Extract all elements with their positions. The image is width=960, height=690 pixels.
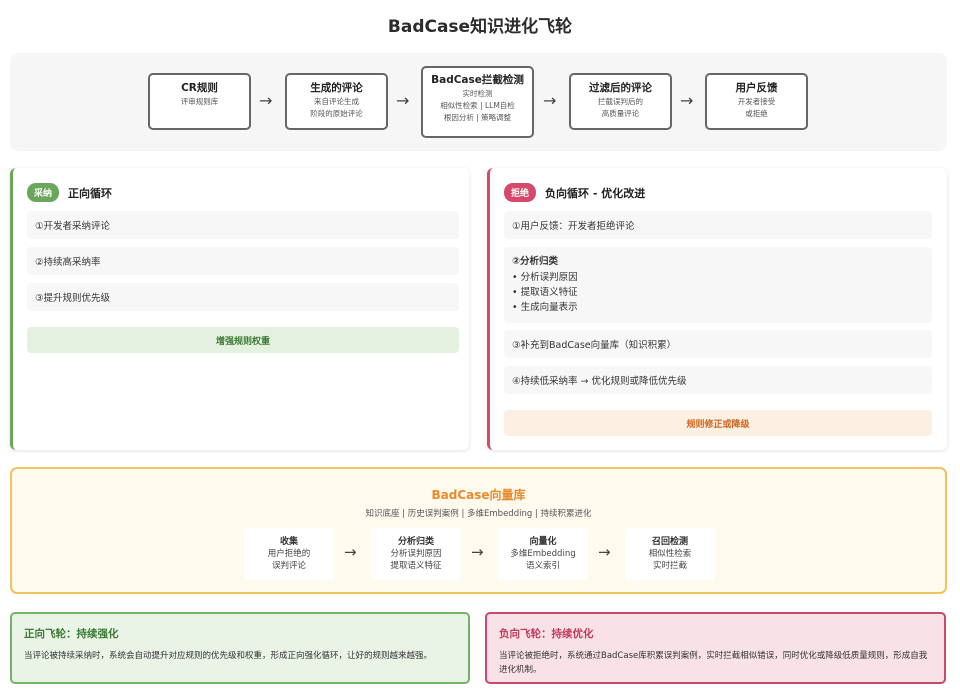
flow-box-filtered-comments: 过滤后的评论 拦截误判后的 高质量评论 [569,73,672,130]
flow-box-title: 用户反馈 [735,82,778,94]
flow-box-line: 或拒绝 [745,109,768,118]
flow-box-line: 评审规则库 [180,97,219,106]
positive-summary-text: 当评论被持续采纳时，系统会自动提升对应规则的优先级和权重，形成正向强化循环，让好… [24,651,433,661]
flow-arrow-icon: → [543,91,557,110]
page-title: BadCase知识进化飞轮 [387,17,573,37]
negative-summary-text: 当评论被拒绝时，系统通过BadCase库积累误判案例，实时拦截相似错误，同时优化… [499,651,928,675]
vector-arrow-icon: → [344,543,357,561]
vector-box-line: 实时拦截 [652,561,687,571]
vector-box-vectorize: 向量化 多维Embedding 语义索引 [498,528,588,580]
negative-flywheel-summary: 负向飞轮：持续优化 当评论被拒绝时，系统通过BadCase库积累误判案例，实时拦… [485,612,946,684]
accept-badge: 采纳 [27,183,60,202]
negative-step-4: ④持续低采纳率 → 优化规则或降低优先级 [504,366,932,394]
vector-arrow-icon: → [471,543,484,561]
negative-panel-header: 拒绝 负向循环 - 优化改进 [504,183,645,202]
vector-box-line: 多维Embedding [510,549,576,559]
vector-box-line: 语义索引 [525,561,560,571]
vector-box-title: 分析归类 [397,537,434,547]
vector-box-title: 召回检测 [651,537,688,547]
flow-arrow-icon: → [680,91,694,110]
vector-library-subtitle: 知识底座 | 历史误判案例 | 多维Embedding | 持续积累进化 [365,509,592,519]
vector-box-line: 分析误判原因 [390,549,442,559]
vector-box-line: 提取语义特征 [390,561,442,571]
vector-box-analyze: 分析归类 分析误判原因 提取语义特征 [371,528,461,580]
positive-loop-panel: 采纳 正向循环 ①开发者采纳评论 ②持续高采纳率 ③提升规则优先级 增强规则权重 [10,168,469,450]
positive-summary-title: 正向飞轮：持续强化 [24,628,119,640]
vector-arrow-icon: → [598,543,611,561]
negative-action: 规则修正或降级 [504,410,932,436]
vector-library-title: BadCase向量库 [431,488,526,502]
flow-box-generated-comments: 生成的评论 来自评论生成 阶段的原始评论 [285,73,388,130]
flow-box-line: 拦截误判后的 [598,97,643,106]
positive-action: 增强规则权重 [27,327,459,353]
negative-step-1: ①用户反馈：开发者拒绝评论 [504,211,932,239]
vector-box-title: 向量化 [529,537,557,547]
negative-panel-title: 负向循环 - 优化改进 [545,186,646,200]
flow-box-line: 来自评论生成 [314,97,359,106]
positive-step-3: ③提升规则优先级 [27,283,459,311]
badcase-vector-library: BadCase向量库 知识底座 | 历史误判案例 | 多维Embedding |… [10,467,947,594]
flow-box-line: 根因分析 | 策略调整 [443,113,512,122]
vector-box-collect: 收集 用户拒绝的 误判评论 [244,528,334,580]
flow-box-title: BadCase拦截检测 [431,74,524,86]
vector-box-title: 收集 [279,537,298,547]
flow-arrow-icon: → [259,91,273,110]
vector-box-line: 误判评论 [271,561,306,571]
negative-step-2-item: • 生成向量表示 [512,302,578,313]
flow-box-title: 生成的评论 [310,82,363,94]
negative-step-2-item: • 提取语义特征 [512,287,578,298]
flow-box-line: 相似性检索 | LLM自检 [440,101,515,110]
flow-box-title: 过滤后的评论 [589,82,652,94]
positive-panel-header: 采纳 正向循环 [27,183,112,202]
reject-badge: 拒绝 [504,183,537,202]
vector-box-recall: 召回检测 相似性检索 实时拦截 [625,528,715,580]
negative-step-2-title: ②分析归类 [512,256,559,267]
flow-box-title: CR规则 [181,82,218,94]
negative-summary-title: 负向飞轮：持续优化 [499,628,594,640]
negative-step-2: ②分析归类 • 分析误判原因 • 提取语义特征 • 生成向量表示 [504,247,932,323]
flow-box-line: 阶段的原始评论 [310,109,363,118]
flow-box-line: 高质量评论 [601,109,640,118]
flow-box-line: 开发者接受 [737,97,776,106]
negative-step-3: ③补充到BadCase向量库（知识积累） [504,330,932,358]
vector-box-line: 用户拒绝的 [267,549,311,559]
vector-box-line: 相似性检索 [648,549,692,559]
positive-step-2: ②持续高采纳率 [27,247,459,275]
negative-step-2-item: • 分析误判原因 [512,272,578,283]
flow-arrow-icon: → [396,91,410,110]
flow-box-line: 实时检测 [462,89,493,98]
negative-loop-panel: 拒绝 负向循环 - 优化改进 ①用户反馈：开发者拒绝评论 ②分析归类 • 分析误… [487,168,947,450]
flow-box-user-feedback: 用户反馈 开发者接受 或拒绝 [705,73,808,130]
positive-step-1: ①开发者采纳评论 [27,211,459,239]
positive-panel-title: 正向循环 [68,186,113,200]
flow-box-badcase-detection: BadCase拦截检测 实时检测 相似性检索 | LLM自检 根因分析 | 策略… [421,66,534,138]
positive-flywheel-summary: 正向飞轮：持续强化 当评论被持续采纳时，系统会自动提升对应规则的优先级和权重，形… [10,612,470,684]
flow-box-cr-rules: CR规则 评审规则库 [148,73,251,130]
